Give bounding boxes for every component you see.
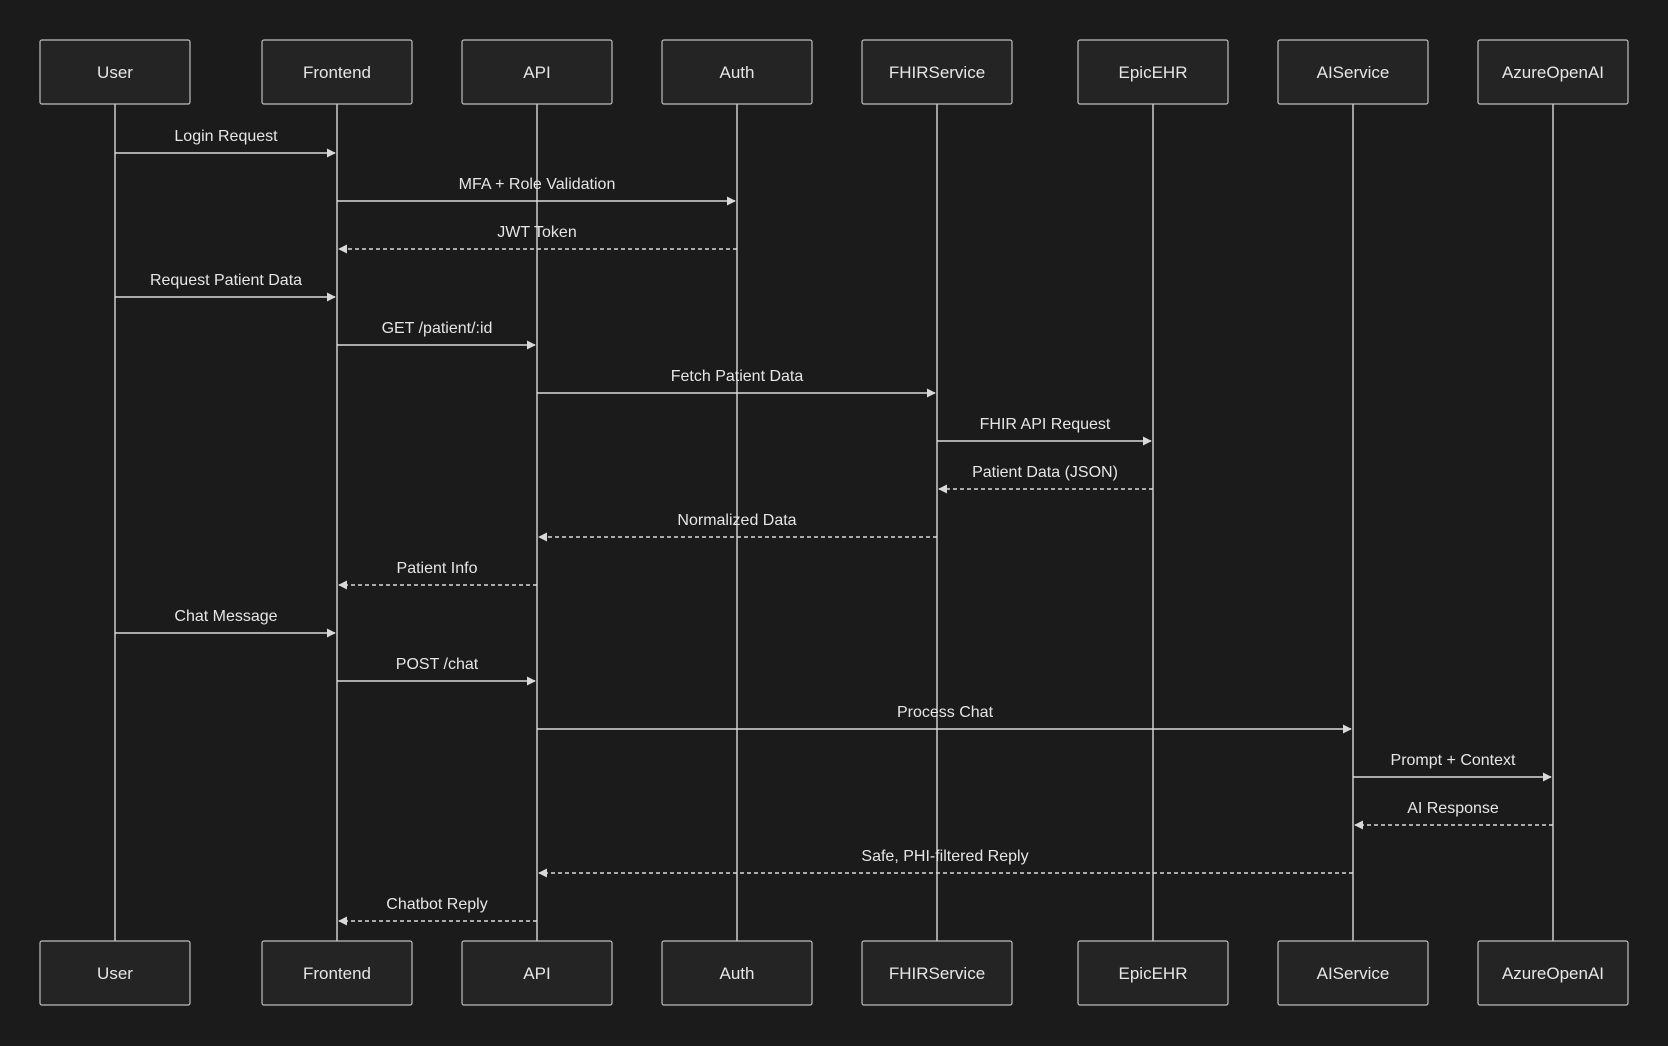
- message-label: GET /patient/:id: [382, 320, 493, 337]
- message-label: POST /chat: [396, 656, 479, 673]
- actor-label: API: [523, 964, 550, 983]
- message-15: AI Response: [1354, 800, 1553, 830]
- message-label: Request Patient Data: [150, 272, 302, 289]
- actor-epicehr-bottom: EpicEHR: [1077, 940, 1229, 1006]
- actor-label: Auth: [720, 964, 755, 983]
- actor-auth-bottom: Auth: [661, 940, 813, 1006]
- message-6: Fetch Patient Data: [537, 368, 936, 398]
- message-label: Normalized Data: [677, 512, 796, 529]
- message-12: POST /chat: [337, 656, 536, 686]
- actor-box: [1477, 940, 1629, 1006]
- message-label: AI Response: [1407, 800, 1499, 817]
- actor-box: [39, 39, 191, 105]
- actor-label: Auth: [720, 63, 755, 82]
- message-label: Process Chat: [897, 704, 994, 721]
- message-14: Prompt + Context: [1353, 752, 1552, 782]
- message-label: MFA + Role Validation: [459, 176, 616, 193]
- actor-label: EpicEHR: [1119, 63, 1188, 82]
- actor-frontend-bottom: Frontend: [261, 940, 413, 1006]
- message-label: Fetch Patient Data: [671, 368, 804, 385]
- message-label: Patient Info: [397, 560, 478, 577]
- message-1: Login Request: [115, 128, 336, 158]
- actor-fhirservice-top: FHIRService: [861, 39, 1013, 105]
- message-7: FHIR API Request: [937, 416, 1152, 446]
- actor-label: Frontend: [303, 63, 371, 82]
- actor-frontend-top: Frontend: [261, 39, 413, 105]
- message-10: Patient Info: [338, 560, 537, 590]
- actor-user-bottom: User: [39, 940, 191, 1006]
- message-16: Safe, PHI-filtered Reply: [538, 848, 1353, 878]
- message-13: Process Chat: [537, 704, 1352, 734]
- actor-user-top: User: [39, 39, 191, 105]
- actor-auth-top: Auth: [661, 39, 813, 105]
- message-label: Safe, PHI-filtered Reply: [861, 848, 1028, 865]
- actor-azureopenai-top: AzureOpenAI: [1477, 39, 1629, 105]
- actor-label: AIService: [1317, 63, 1390, 82]
- actor-label: API: [523, 63, 550, 82]
- actor-box: [861, 940, 1013, 1006]
- actor-label: User: [97, 63, 133, 82]
- actor-aiservice-top: AIService: [1277, 39, 1429, 105]
- actor-box: [661, 39, 813, 105]
- actor-row-bottom: User Frontend API Auth FHIRService EpicEHR AIS…: [39, 940, 1629, 1006]
- message-11: Chat Message: [115, 608, 336, 638]
- message-8: Patient Data (JSON): [938, 464, 1153, 494]
- actor-box: [861, 39, 1013, 105]
- actor-label: Frontend: [303, 964, 371, 983]
- actor-label: FHIRService: [889, 964, 985, 983]
- message-3: JWT Token: [338, 224, 737, 254]
- actor-label: FHIRService: [889, 63, 985, 82]
- message-9: Normalized Data: [538, 512, 937, 542]
- actor-azureopenai-bottom: AzureOpenAI: [1477, 940, 1629, 1006]
- actor-aiservice-bottom: AIService: [1277, 940, 1429, 1006]
- actor-label: User: [97, 964, 133, 983]
- actor-api-top: API: [461, 39, 613, 105]
- message-label: Prompt + Context: [1391, 752, 1517, 769]
- actor-label: AIService: [1317, 964, 1390, 983]
- message-4: Request Patient Data: [115, 272, 336, 302]
- actor-api-bottom: API: [461, 940, 613, 1006]
- actor-label: AzureOpenAI: [1502, 63, 1604, 82]
- actor-box: [1077, 940, 1229, 1006]
- message-label: JWT Token: [497, 224, 576, 241]
- message-label: Login Request: [174, 128, 278, 145]
- actor-box: [1277, 39, 1429, 105]
- actor-row-top: User Frontend API Auth FHIRService EpicEHR AIS…: [39, 39, 1629, 105]
- actor-box: [661, 940, 813, 1006]
- message-2: MFA + Role Validation: [337, 176, 736, 206]
- actor-box: [261, 39, 413, 105]
- actor-label: AzureOpenAI: [1502, 964, 1604, 983]
- message-label: Patient Data (JSON): [972, 464, 1118, 481]
- actor-box: [1277, 940, 1429, 1006]
- actor-box: [461, 940, 613, 1006]
- lifelines: [114, 104, 1554, 941]
- message-label: Chat Message: [174, 608, 277, 625]
- actor-label: EpicEHR: [1119, 964, 1188, 983]
- message-5: GET /patient/:id: [337, 320, 536, 350]
- actor-box: [39, 940, 191, 1006]
- actor-box: [461, 39, 613, 105]
- actor-box: [1077, 39, 1229, 105]
- actor-fhirservice-bottom: FHIRService: [861, 940, 1013, 1006]
- actor-epicehr-top: EpicEHR: [1077, 39, 1229, 105]
- actor-box: [1477, 39, 1629, 105]
- actor-box: [261, 940, 413, 1006]
- message-17: Chatbot Reply: [338, 896, 537, 926]
- message-label: Chatbot Reply: [386, 896, 487, 913]
- message-label: FHIR API Request: [980, 416, 1111, 433]
